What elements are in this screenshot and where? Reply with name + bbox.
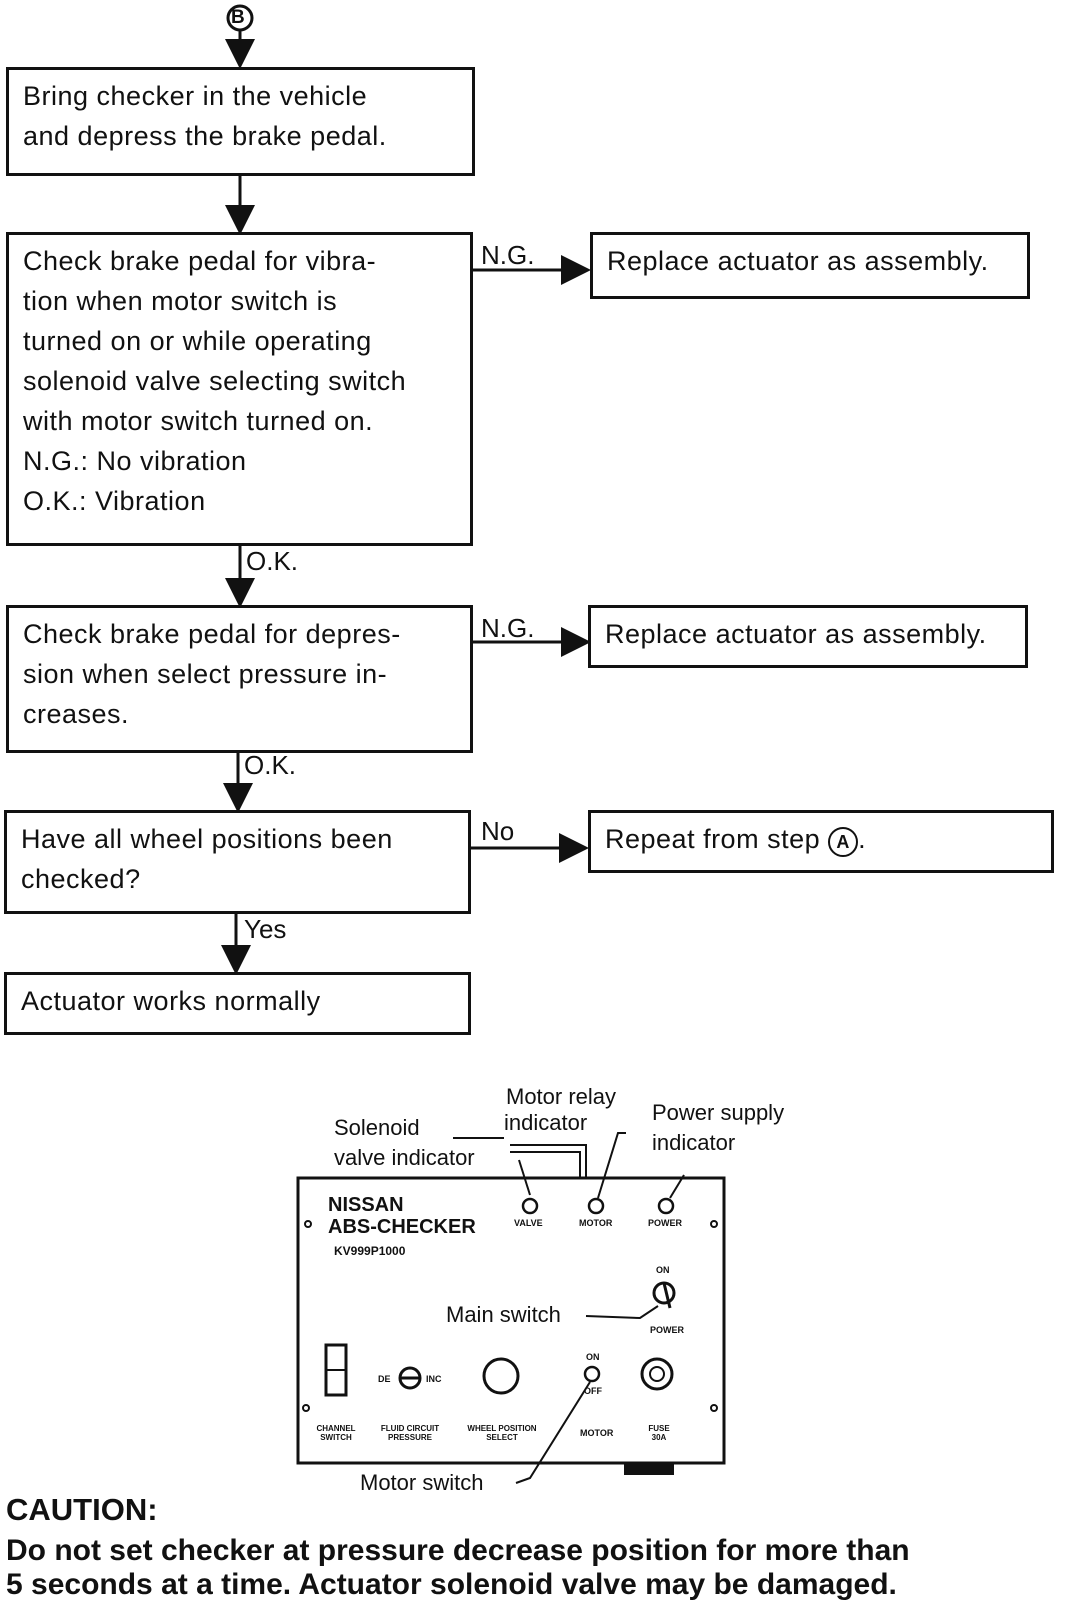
result-text: Replace actuator as assembly.	[605, 619, 987, 649]
panel-screw-icon	[302, 1404, 310, 1412]
checker-panel	[296, 1176, 726, 1465]
motor-switch-toggle	[583, 1365, 601, 1383]
step-text-line: with motor switch turned on.	[23, 406, 374, 436]
power-indicator-label: POWER	[648, 1218, 683, 1228]
step-check-vibration: Check brake pedal for vibra- tion when m…	[6, 232, 473, 546]
fluid-dec-label: DE	[378, 1374, 391, 1384]
checker-brand: NISSAN ABS-CHECKER	[328, 1194, 476, 1238]
callout-line: Motor relay	[506, 1084, 617, 1109]
channel-switch-label: CHANNEL SWITCH	[316, 1424, 356, 1442]
result-replace-actuator-2: Replace actuator as assembly.	[588, 605, 1028, 668]
callout-motor-relay: Motor relay indicator	[504, 1084, 617, 1136]
motor-switch-off-label: OFF	[584, 1386, 602, 1396]
leader-motor-relay	[597, 1132, 626, 1199]
fluid-circuit-label: FLUID CIRCUIT PRESSURE	[380, 1424, 440, 1442]
panel-screw-icon	[710, 1220, 718, 1228]
step-text-line: Bring checker in the vehicle	[23, 81, 368, 111]
step-text-line: checked?	[21, 864, 141, 894]
fuse-label: FUSE 30A	[648, 1424, 670, 1442]
step-a-marker: A	[828, 827, 859, 857]
result-text: Repeat from step	[605, 824, 821, 854]
result-text-suffix: .	[858, 824, 867, 854]
edge-label-ok-2: O.K.	[244, 750, 297, 780]
caution-line-1: Do not set checker at pressure decrease …	[6, 1534, 910, 1567]
step-all-wheels: Have all wheel positions been checked?	[4, 810, 471, 914]
step-text-line: tion when motor switch is	[23, 286, 338, 316]
checker-foot	[624, 1463, 674, 1475]
result-text: Replace actuator as assembly.	[607, 246, 989, 276]
main-switch-on-label: ON	[656, 1265, 670, 1275]
step-text-line: O.K.: Vibration	[23, 486, 206, 516]
leader-main-switch	[585, 1305, 659, 1320]
callout-main-switch: Main switch	[446, 1302, 561, 1327]
step-text-line: Check brake pedal for vibra-	[23, 246, 377, 276]
leader-solenoid-hook	[518, 1159, 531, 1196]
step-text-line: Check brake pedal for depres-	[23, 619, 401, 649]
step-bring-checker: Bring checker in the vehicle and depress…	[6, 67, 475, 176]
motor-indicator-lamp	[587, 1197, 605, 1215]
callout-line: Solenoid	[334, 1115, 420, 1140]
brand-line: NISSAN	[328, 1194, 404, 1216]
edge-label-yes: Yes	[244, 914, 287, 944]
motor-switch-on-label: ON	[586, 1352, 600, 1362]
panel-screw-icon	[710, 1404, 718, 1412]
callout-motor-switch: Motor switch	[360, 1470, 484, 1495]
leader-bracket-2	[510, 1144, 587, 1178]
edge-label-ng-1: N.G.	[481, 240, 535, 270]
caution-title: CAUTION:	[6, 1492, 158, 1527]
leader-bracket	[510, 1151, 581, 1178]
step-text-line: creases.	[23, 699, 130, 729]
step-text-line: Have all wheel positions been	[21, 824, 393, 854]
callout-line: indicator	[652, 1130, 736, 1155]
result-replace-actuator-1: Replace actuator as assembly.	[590, 232, 1030, 299]
edge-label-ng-2: N.G.	[481, 613, 535, 643]
leader-motor-switch	[515, 1381, 591, 1484]
main-switch-power-label: POWER	[650, 1325, 685, 1335]
start-marker-label: B	[231, 7, 245, 28]
valve-indicator-label: VALVE	[514, 1218, 543, 1228]
result-repeat-step: Repeat from step A.	[588, 810, 1054, 873]
valve-indicator-lamp	[521, 1197, 539, 1215]
callout-power-supply: Power supply indicator	[652, 1100, 784, 1156]
step-text-line: N.G.: No vibration	[23, 446, 247, 476]
motor-switch-label: MOTOR	[580, 1428, 614, 1438]
fuse-holder	[640, 1357, 674, 1391]
wheel-position-dial	[482, 1357, 520, 1395]
wheel-position-label: WHEEL POSITION SELECT	[467, 1424, 537, 1442]
callout-line: Power supply	[652, 1100, 785, 1125]
step-text-line: Actuator works normally	[21, 986, 321, 1016]
step-text-line: and depress the brake pedal.	[23, 121, 387, 151]
step-check-depression: Check brake pedal for depres- sion when …	[6, 605, 473, 753]
step-text-line: solenoid valve selecting switch	[23, 366, 407, 396]
motor-indicator-label: MOTOR	[579, 1218, 613, 1228]
callout-solenoid: Solenoid valve indicator	[334, 1115, 475, 1171]
edge-label-ok-1: O.K.	[246, 546, 299, 576]
panel-screw-icon	[304, 1220, 312, 1228]
step-works-normally: Actuator works normally	[4, 972, 471, 1035]
power-indicator-lamp	[657, 1197, 675, 1215]
brand-line: ABS-CHECKER	[328, 1216, 476, 1238]
checker-model: KV999P1000	[334, 1244, 406, 1258]
callout-line: indicator	[504, 1110, 588, 1135]
step-text-line: sion when select pressure in-	[23, 659, 388, 689]
result-text-line: Repeat from step A.	[605, 819, 1037, 859]
fluid-inc-label: INC	[426, 1374, 442, 1384]
step-text-line: turned on or while operating	[23, 326, 372, 356]
caution-line-2: 5 seconds at a time. Actuator solenoid v…	[6, 1568, 897, 1601]
leader-power	[669, 1174, 685, 1199]
edge-label-no: No	[481, 816, 515, 846]
callout-line: valve indicator	[334, 1145, 475, 1170]
